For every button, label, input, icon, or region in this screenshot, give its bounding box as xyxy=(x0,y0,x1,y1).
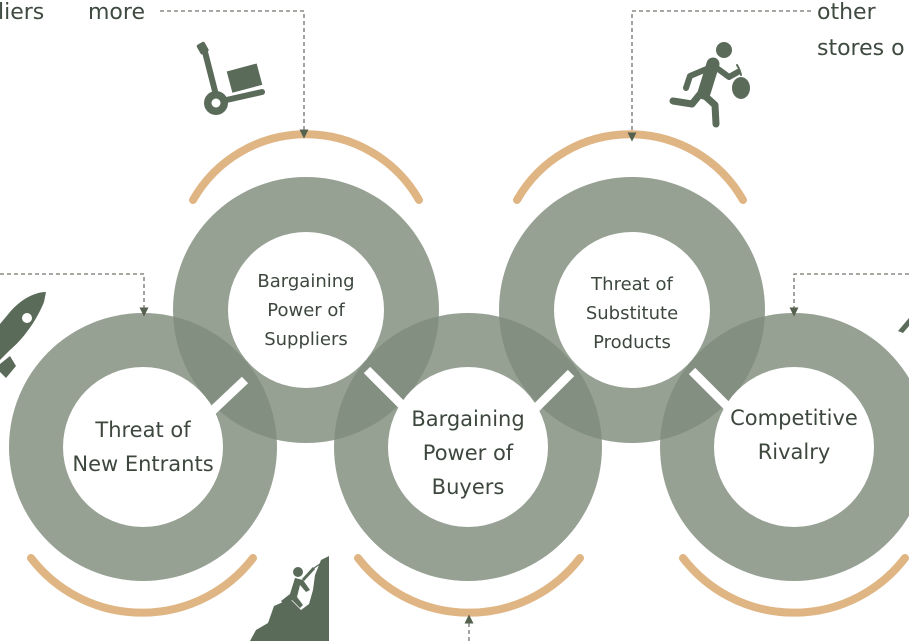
gap-4 xyxy=(688,367,734,413)
disc-substitutes xyxy=(554,232,710,388)
disc-new-entrants xyxy=(63,367,223,527)
rocket-icon xyxy=(0,292,46,378)
running-thief-icon xyxy=(669,42,750,128)
disc-suppliers xyxy=(228,232,384,388)
gap-2 xyxy=(363,366,408,411)
disc-buyers xyxy=(388,367,548,527)
climber-icon xyxy=(250,556,329,641)
mountain-icon xyxy=(250,556,329,641)
connector-rivalry xyxy=(789,273,909,317)
label-bargaining-power-of-buyers: Bargaining Power of Buyers xyxy=(411,407,525,499)
text-fragment-top-left: liers xyxy=(0,0,45,25)
gap-1 xyxy=(206,376,249,417)
gap-3 xyxy=(530,369,575,414)
text-fragment-top-right: other xyxy=(817,0,876,25)
disc-rivalry xyxy=(714,367,874,527)
arc-buyers xyxy=(354,554,584,617)
hand-truck-icon xyxy=(196,41,265,115)
connector-new-entrants xyxy=(0,273,149,317)
connector-substitutes xyxy=(627,10,811,142)
label-threat-of-substitute-products: Threat of Substitute Products xyxy=(585,273,679,353)
label-bargaining-power-of-suppliers: Bargaining Power of Suppliers xyxy=(257,270,355,350)
arc-rivalry xyxy=(679,554,909,617)
connector-suppliers xyxy=(160,10,309,139)
rising-chart-icon xyxy=(898,318,909,333)
label-competitive-rivalry: Competitive Rivalry xyxy=(730,406,858,464)
arc-new-entrants xyxy=(27,554,257,617)
text-fragment-top-right-2: stores o xyxy=(817,36,905,61)
text-fragment-top-left-2: more xyxy=(88,0,145,25)
label-threat-of-new-entrants: Threat of New Entrants xyxy=(72,418,214,476)
